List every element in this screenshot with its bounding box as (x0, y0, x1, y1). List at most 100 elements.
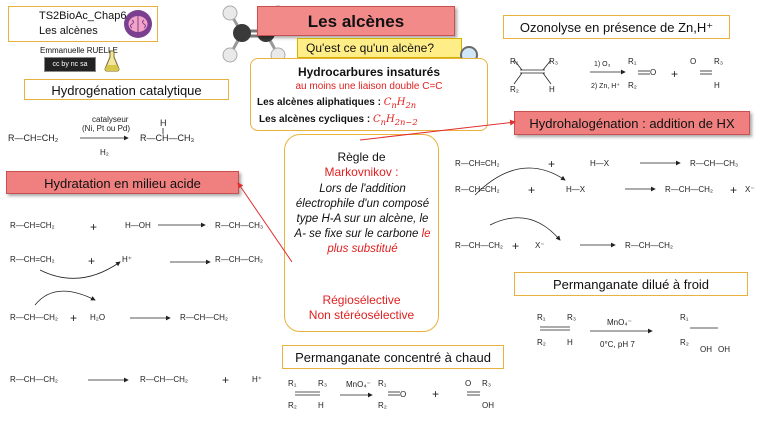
svg-text:O: O (650, 68, 656, 77)
svg-text:R₁: R₁ (510, 57, 519, 66)
svg-text:OH: OH (700, 345, 712, 354)
hydrogenation-product: R—CH—CH₃ (140, 133, 195, 143)
svg-text:R—CH=CH₂: R—CH=CH₂ (10, 255, 55, 264)
svg-text:+: + (730, 183, 737, 197)
svg-text:+: + (90, 220, 97, 234)
svg-text:H: H (318, 401, 324, 410)
license-badge: cc by nc sa (44, 57, 96, 72)
page-title: Les alcènes (257, 6, 455, 36)
svg-text:+: + (70, 311, 77, 325)
definition-subtitle: au moins une liaison double C=C (295, 81, 443, 92)
svg-text:R₃: R₃ (318, 379, 327, 388)
svg-text:R₁: R₁ (680, 313, 689, 322)
svg-text:H⁺: H⁺ (122, 255, 132, 264)
section-hydration: Hydratation en milieu acide (6, 171, 239, 194)
perm-cold-reagent: MnO₄⁻ (607, 318, 632, 327)
svg-text:R₂: R₂ (680, 338, 689, 347)
page-title-text: Les alcènes (307, 12, 405, 31)
svg-text:R—CH—CH₂: R—CH—CH₂ (140, 375, 188, 384)
aliphatic-row: Les alcènes aliphatiques : CnH2n (257, 97, 416, 110)
svg-text:R—CH—CH₃: R—CH—CH₃ (690, 159, 738, 168)
author-name: Emmanuelle RUELLE (40, 46, 118, 55)
svg-text:+: + (88, 254, 95, 268)
svg-text:H—OH: H—OH (125, 221, 151, 230)
svg-text:R—CH—CH₃: R—CH—CH₃ (215, 221, 263, 230)
markovnikov-line2: Markovnikov : (324, 165, 399, 179)
svg-text:+: + (222, 373, 229, 387)
section-hydrohalogenation: Hydrohalogénation : addition de HX (514, 111, 750, 135)
svg-text:R₃: R₃ (482, 379, 491, 388)
svg-text:O: O (400, 390, 406, 399)
svg-text:R₃: R₃ (567, 313, 576, 322)
svg-text:R—CH—CH₂: R—CH—CH₂ (455, 241, 503, 250)
svg-text:R—CH—CH₂: R—CH—CH₂ (180, 313, 228, 322)
hydrogenation-reactant: R—CH=CH₂ (8, 133, 59, 143)
svg-text:+: + (432, 387, 439, 401)
section-ozonolysis-title: Ozonolyse en présence de Zn,H⁺ (519, 20, 714, 35)
svg-text:OH: OH (718, 345, 730, 354)
section-permanganate-hot: Permanganate concentré à chaud (282, 345, 504, 369)
markovnikov-line1: Règle de (337, 150, 386, 164)
markovnikov-body: Lors de l'addition électrophile d'un com… (291, 182, 434, 257)
hydrogenation-h: H (160, 118, 167, 128)
hydrogenation-h2: H₂ (100, 148, 109, 157)
svg-text:R₂: R₂ (628, 81, 637, 90)
course-subtitle: Les alcènes (39, 25, 98, 37)
svg-text:+: + (512, 239, 519, 253)
hydrogenation-cat2: (Ni, Pt ou Pd) (82, 124, 131, 133)
cyclic-formula: CnH2n−2 (372, 114, 418, 127)
section-permanganate-cold: Permanganate dilué à froid (514, 272, 748, 296)
svg-text:R₂: R₂ (510, 85, 519, 94)
markovnikov-regioselective: Régiosélective (322, 293, 401, 307)
svg-text:R—CH—CH₂: R—CH—CH₂ (10, 313, 58, 322)
svg-text:R—CH—CH₂: R—CH—CH₂ (10, 375, 58, 384)
svg-text:R₁: R₁ (378, 379, 387, 388)
svg-text:H: H (549, 85, 555, 94)
definition-title: Hydrocarbures insaturés (297, 65, 441, 79)
svg-text:X⁻: X⁻ (535, 241, 545, 250)
course-header: TS2BioAc_Chap6 Les alcènes (8, 6, 158, 42)
aliphatic-formula: CnH2n (383, 97, 417, 110)
license-text: cc by nc sa (52, 61, 88, 68)
course-code: TS2BioAc_Chap6 (39, 10, 127, 22)
section-hydrohalogenation-title: Hydrohalogénation : addition de HX (529, 116, 735, 131)
svg-text:H₂O: H₂O (90, 313, 105, 322)
svg-text:R₁: R₁ (628, 57, 637, 66)
svg-text:H—X: H—X (590, 159, 610, 168)
svg-text:R—CH=CH₂: R—CH=CH₂ (455, 185, 500, 194)
section-hydrogenation: Hydrogénation catalytique (24, 79, 229, 100)
perm-hot-reagent: MnO₄⁻ (346, 380, 371, 389)
svg-text:H—X: H—X (566, 185, 586, 194)
cyclic-row: Les alcènes cycliques : CnH2n−2 (259, 114, 418, 127)
svg-text:R—CH=CH₂: R—CH=CH₂ (455, 159, 500, 168)
question-banner: Qu'est ce qu'un alcène? (297, 38, 462, 58)
svg-text:R₃: R₃ (714, 57, 723, 66)
svg-text:R₂: R₂ (537, 338, 546, 347)
markovnikov-emphasis: le plus substitué (327, 228, 431, 255)
ozonolysis-cond2: 2) Zn, H⁺ (591, 83, 620, 90)
perm-cold-cond: 0°C, pH 7 (600, 340, 635, 349)
section-permanganate-hot-title: Permanganate concentré à chaud (295, 350, 491, 365)
svg-text:H: H (714, 81, 720, 90)
svg-text:R₂: R₂ (288, 401, 297, 410)
cyclic-label: Les alcènes cycliques : (259, 114, 371, 125)
markovnikov-non-stereoselective: Non stéréosélective (308, 308, 415, 322)
svg-text:O: O (465, 379, 471, 388)
svg-text:R₂: R₂ (378, 401, 387, 410)
svg-text:R₃: R₃ (549, 57, 558, 66)
section-ozonolysis: Ozonolyse en présence de Zn,H⁺ (503, 15, 730, 39)
section-hydrogenation-title: Hydrogénation catalytique (51, 83, 202, 98)
svg-text:OH: OH (482, 401, 494, 410)
markovnikov-box: Règle de Markovnikov : Lors de l'additio… (284, 134, 439, 332)
svg-text:R₁: R₁ (537, 313, 546, 322)
hydrogenation-cat1: catalyseur (92, 115, 129, 124)
definition-box: Hydrocarbures insaturés au moins une lia… (250, 58, 488, 131)
markovnikov-body-text: Lors de l'addition électrophile d'un com… (294, 183, 430, 240)
svg-text:+: + (548, 157, 555, 171)
svg-text:R₁: R₁ (288, 379, 297, 388)
ozonolysis-cond1: 1) O₃ (594, 61, 611, 68)
svg-text:X⁻: X⁻ (745, 185, 755, 194)
svg-text:R—CH=CH₂: R—CH=CH₂ (10, 221, 55, 230)
